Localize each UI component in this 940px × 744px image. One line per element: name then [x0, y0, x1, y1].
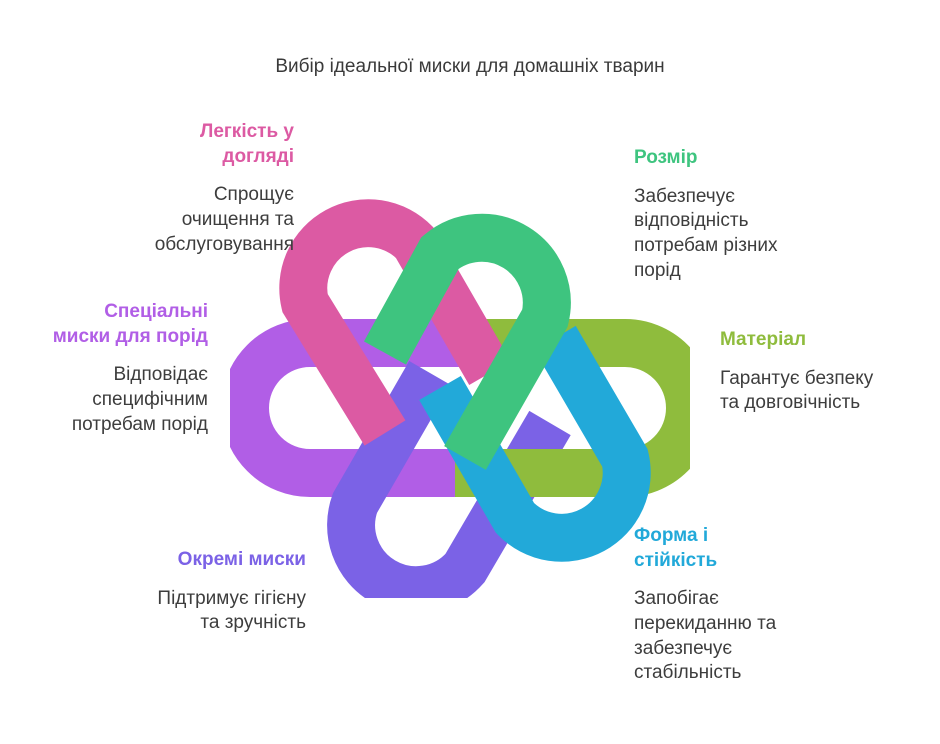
loop-path — [419, 325, 651, 562]
item-material: Матеріал Гарантує безпеку та довговічніс… — [720, 328, 873, 416]
item-heading: Окремі миски — [177, 549, 306, 570]
item-description: Гарантує безпеку та довговічність — [720, 367, 874, 414]
item-description: Відповідає специфічним потребам порід — [71, 364, 208, 435]
loop-path — [279, 199, 511, 446]
loop-size — [363, 213, 571, 470]
interlocking-loops-diagram — [230, 199, 690, 598]
item-easy-care: Легкість у догляді Спрощує очищення та о… — [155, 120, 294, 257]
item-shape-stability: Форма і стійкість Запобігає перекиданню … — [634, 524, 776, 686]
item-heading: Розмір — [634, 147, 698, 168]
item-special-bowls: Спеціальні миски для порід Відповідає сп… — [53, 300, 208, 437]
item-description: Підтримує гігієну та зручність — [157, 587, 306, 634]
loop-path — [363, 213, 571, 470]
item-heading: Форма і стійкість — [634, 525, 718, 571]
loop-shape-stability — [419, 325, 651, 562]
item-heading: Легкість у догляді — [200, 121, 294, 167]
item-heading: Спеціальні миски для порід — [52, 301, 208, 347]
item-description: Забезпечує відповідність потребам різних… — [634, 185, 778, 281]
loop-separate-bowls — [327, 361, 571, 598]
item-separate-bowls: Окремі миски Підтримує гігієну та зручні… — [157, 548, 306, 636]
item-size: Розмір Забезпечує відповідність потребам… — [634, 146, 778, 283]
loop-path — [327, 361, 571, 598]
diagram-title: Вибір ідеальної миски для домашніх твари… — [275, 56, 665, 77]
item-description: Спрощує очищення та обслуговування — [154, 184, 294, 255]
loop-easy-care — [279, 199, 511, 446]
item-description: Запобігає перекиданню та забезпечує стаб… — [634, 588, 777, 684]
item-heading: Матеріал — [720, 329, 807, 350]
